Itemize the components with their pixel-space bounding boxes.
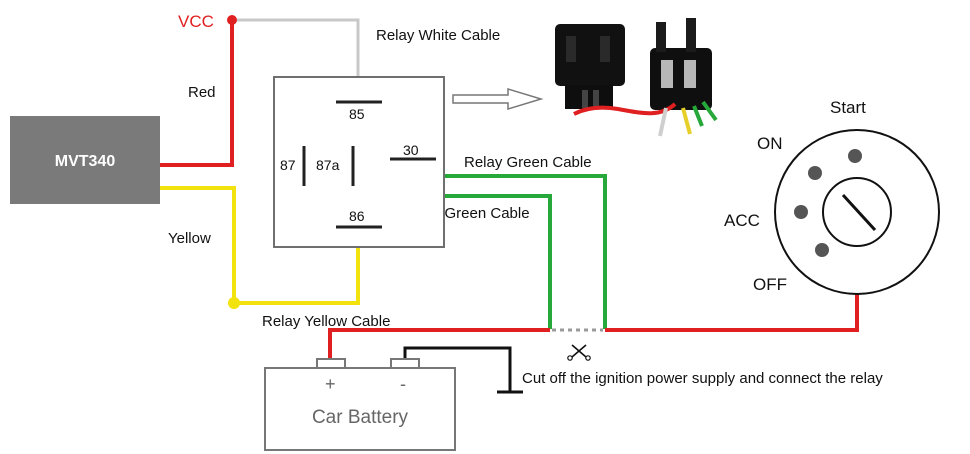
ignition-red-wire-left <box>328 328 550 359</box>
relay-green-cable-label-1: Relay Green Cable <box>464 154 592 171</box>
pin-30-label: 30 <box>403 142 419 158</box>
ignition-red-wire-right <box>605 290 859 332</box>
acc-label: ACC <box>724 211 760 230</box>
on-position-dot <box>808 166 822 180</box>
start-label: Start <box>830 98 866 117</box>
car-battery <box>264 367 456 451</box>
vcc-label: VCC <box>178 12 214 31</box>
battery-minus-terminal <box>390 358 420 369</box>
relay-yellow-cable-label: Relay Yellow Cable <box>262 313 390 330</box>
relay-photo <box>555 18 718 137</box>
pin-86-label: 86 <box>349 208 365 224</box>
pin-87-label: 87 <box>280 157 296 173</box>
device-label: MVT340 <box>55 153 116 170</box>
cut-note: Cut off the ignition power supply and co… <box>522 370 883 387</box>
pin-85-label: 85 <box>349 106 365 122</box>
acc-position-dot <box>794 205 808 219</box>
yellow-junction <box>228 297 240 309</box>
mvt340-device <box>10 116 160 204</box>
key-indicator <box>841 193 877 232</box>
relay-box <box>273 76 445 248</box>
on-label: ON <box>757 134 783 153</box>
red-label: Red <box>188 84 216 101</box>
arrow-icon <box>452 87 544 111</box>
yellow-label: Yellow <box>168 230 211 247</box>
relay-white-cable-label: Relay White Cable <box>376 27 500 44</box>
scissors-icon <box>567 344 591 361</box>
red-wire <box>160 20 234 167</box>
battery-plus-terminal <box>316 358 346 369</box>
battery-label: Car Battery <box>312 407 409 428</box>
battery-minus-label: - <box>400 374 406 394</box>
ground-wire <box>403 346 512 392</box>
relay-white-wire <box>237 18 360 102</box>
start-position-dot <box>848 149 862 163</box>
off-position-dot <box>815 243 829 257</box>
vcc-node <box>227 15 237 25</box>
off-label: OFF <box>753 275 787 294</box>
battery-plus-label: + <box>325 374 336 394</box>
pin-87a-label: 87a <box>316 157 340 173</box>
